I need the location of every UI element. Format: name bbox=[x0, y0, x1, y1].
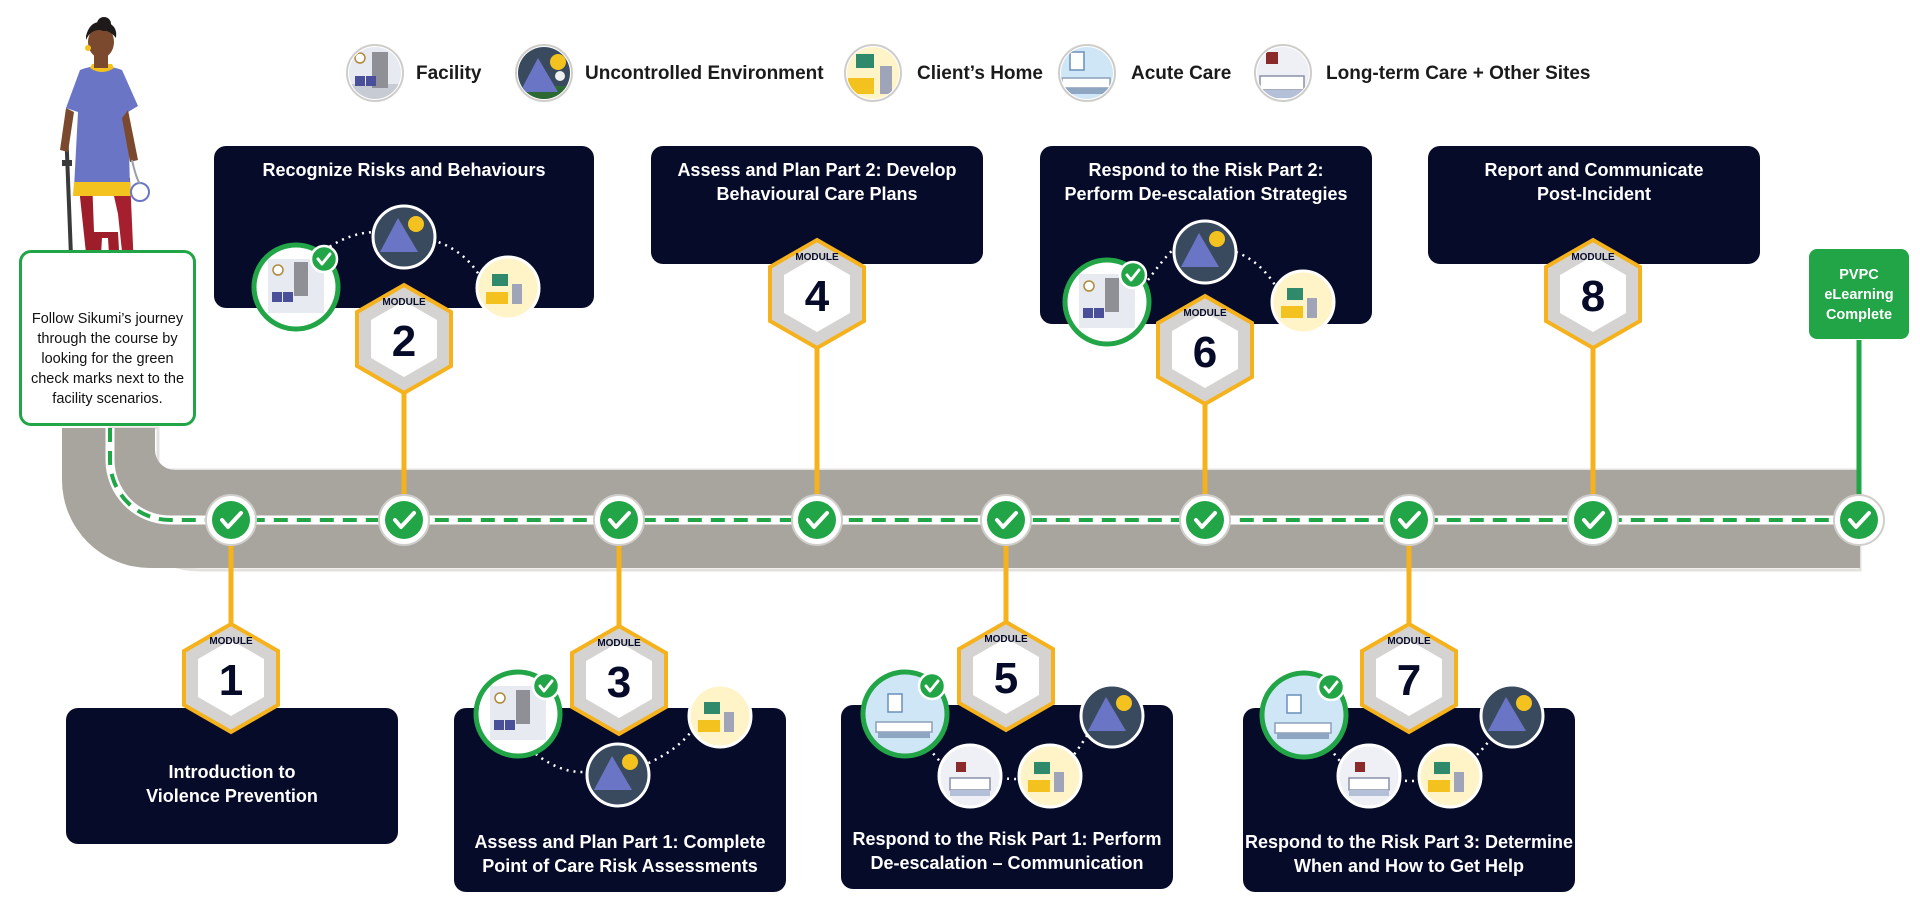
legend-bedroom-icon bbox=[1254, 44, 1312, 102]
module-4-hexagon: MODULE 4 bbox=[768, 237, 866, 351]
checkpoint-2 bbox=[378, 494, 430, 546]
module-7-scenes bbox=[1259, 670, 1545, 809]
checkpoint-5 bbox=[980, 494, 1032, 546]
module-box-7 bbox=[1243, 708, 1575, 892]
module-5-scenes bbox=[860, 669, 1145, 809]
module-box-4 bbox=[651, 146, 983, 264]
module-1-title: Introduction to Violence Prevention bbox=[146, 762, 318, 806]
facility-scene-icon bbox=[1062, 257, 1152, 347]
checkpoint-4 bbox=[791, 494, 843, 546]
module-1-hexagon: MODULE 1 bbox=[182, 621, 280, 735]
module-2-title: Recognize Risks and Behaviours bbox=[262, 160, 546, 180]
module-5-hexagon: MODULE 5 bbox=[957, 619, 1055, 733]
hex-caption: MODULE bbox=[1183, 308, 1227, 319]
module-3-hexagon: MODULE 3 bbox=[570, 623, 668, 737]
tent-scene-icon bbox=[585, 742, 651, 808]
module-box-1 bbox=[66, 708, 398, 844]
checkpoint-1 bbox=[205, 494, 257, 546]
module-2-scenes bbox=[251, 204, 541, 332]
legend-label-uncontrolled-environment: Uncontrolled Environment bbox=[585, 63, 824, 84]
checkpoint-3 bbox=[593, 494, 645, 546]
hex-caption: MODULE bbox=[1571, 252, 1615, 263]
guide-note-box: Follow Sikumi’s journey through the cour… bbox=[19, 250, 196, 426]
module-number: 5 bbox=[994, 654, 1018, 703]
module-3-scenes bbox=[473, 669, 753, 808]
checkpoint-complete bbox=[1833, 494, 1885, 546]
home-scene-icon bbox=[1017, 743, 1083, 809]
module-number: 3 bbox=[607, 658, 631, 707]
module-number: 7 bbox=[1397, 656, 1421, 705]
home-scene-icon bbox=[1417, 743, 1483, 809]
tent-scene-icon bbox=[1079, 683, 1145, 749]
module-2-hexagon: MODULE 2 bbox=[355, 282, 453, 396]
facility-scene-icon bbox=[251, 242, 341, 332]
legend-tent-icon bbox=[515, 44, 573, 102]
module-3-title: Assess and Plan Part 1: Complete Point o… bbox=[474, 832, 766, 876]
home-scene-icon bbox=[475, 255, 541, 321]
module-8-title: Report and Communicate Post-Incident bbox=[1484, 160, 1704, 204]
course-complete-label: PVPC eLearning Complete bbox=[1824, 267, 1894, 323]
module-box-8 bbox=[1428, 146, 1760, 264]
home-scene-icon bbox=[1270, 269, 1336, 335]
checkpoint-7 bbox=[1383, 494, 1435, 546]
module-4-title: Assess and Plan Part 2: Develop Behaviou… bbox=[677, 160, 957, 204]
bedroom-scene-icon bbox=[1336, 743, 1402, 809]
module-number: 2 bbox=[392, 317, 416, 366]
module-5-title: Respond to the Risk Part 1: Perform De-e… bbox=[852, 829, 1162, 873]
acute-care-scene-icon bbox=[860, 669, 950, 759]
module-6-scenes bbox=[1062, 219, 1336, 347]
module-number: 4 bbox=[805, 272, 830, 321]
tent-scene-icon bbox=[1172, 219, 1238, 285]
guide-note-text: Follow Sikumi’s journey through the cour… bbox=[30, 311, 185, 407]
hex-caption: MODULE bbox=[795, 252, 839, 263]
facility-scene-icon bbox=[473, 669, 563, 759]
home-scene-icon bbox=[687, 683, 753, 749]
hex-caption: MODULE bbox=[209, 636, 253, 647]
tent-scene-icon bbox=[1479, 683, 1545, 749]
legend-home-icon bbox=[844, 44, 902, 102]
legend-label-long-term-care: Long-term Care + Other Sites bbox=[1326, 63, 1591, 84]
module-8-hexagon: MODULE 8 bbox=[1544, 237, 1642, 351]
legend-label-clients-home: Client’s Home bbox=[917, 63, 1043, 84]
bedroom-scene-icon bbox=[937, 743, 1003, 809]
road-checkpoints bbox=[205, 494, 1885, 546]
module-connectors bbox=[228, 340, 1862, 640]
module-6-hexagon: MODULE 6 bbox=[1156, 293, 1254, 407]
module-6-title: Respond to the Risk Part 2: Perform De-e… bbox=[1064, 160, 1348, 204]
checkpoint-8 bbox=[1567, 494, 1619, 546]
acute-care-scene-icon bbox=[1259, 670, 1349, 760]
hex-caption: MODULE bbox=[984, 634, 1028, 645]
course-complete-box: PVPC eLearning Complete bbox=[1809, 249, 1909, 339]
module-number: 1 bbox=[219, 656, 243, 705]
sikumi-character-illustration bbox=[60, 17, 150, 283]
module-number: 8 bbox=[1581, 272, 1605, 321]
module-7-hexagon: MODULE 7 bbox=[1360, 621, 1458, 735]
legend-label-facility: Facility bbox=[416, 63, 482, 84]
legend-acute-care-icon bbox=[1058, 44, 1116, 102]
tent-scene-icon bbox=[371, 204, 437, 270]
hex-caption: MODULE bbox=[597, 638, 641, 649]
legend-facility-icon bbox=[346, 44, 404, 102]
module-7-title: Respond to the Risk Part 3: Determine Wh… bbox=[1244, 832, 1574, 876]
checkpoint-6 bbox=[1179, 494, 1231, 546]
hex-caption: MODULE bbox=[1387, 636, 1431, 647]
module-number: 6 bbox=[1193, 328, 1217, 377]
legend-label-acute-care: Acute Care bbox=[1131, 63, 1232, 84]
hex-caption: MODULE bbox=[382, 297, 426, 308]
